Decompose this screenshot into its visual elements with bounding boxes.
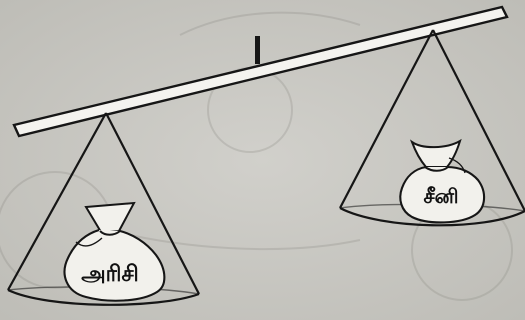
center-stand [255, 36, 260, 64]
right-bag-label: சீனி [424, 184, 459, 208]
left-bag-label: அரிசி [81, 262, 139, 287]
